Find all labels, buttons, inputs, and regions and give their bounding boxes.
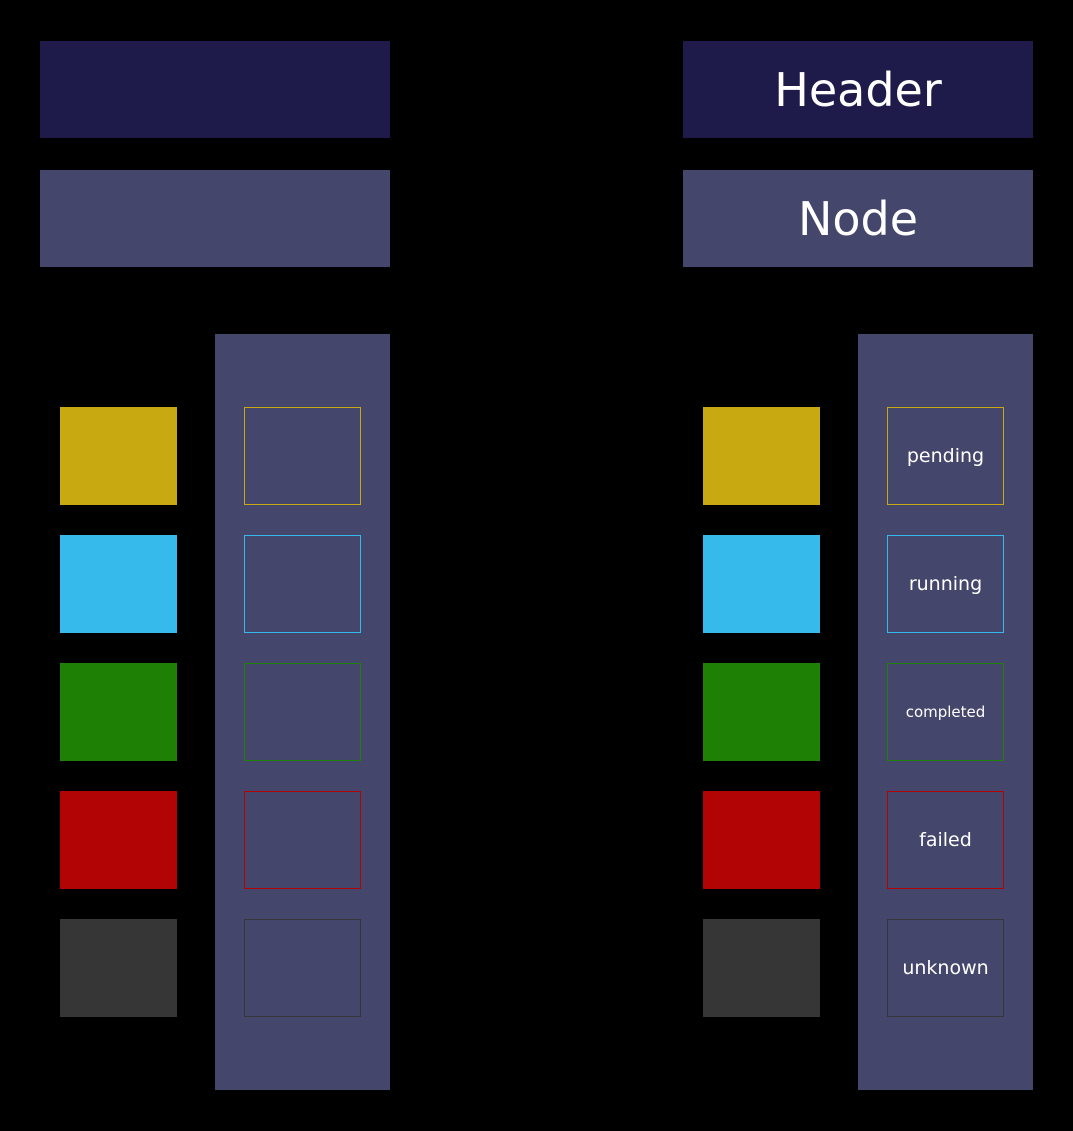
unknown-status-label: unknown [887,919,1004,1017]
failed-status-label: failed [887,791,1004,889]
unlabeled-style-panel [40,0,390,1131]
running-status-box [244,535,361,633]
header-swatch [40,41,390,138]
failed-color-swatch [60,791,177,889]
running-color-swatch [60,535,177,633]
node-swatch [40,170,390,267]
node-label: Node [683,170,1033,267]
pending-status-box [244,407,361,505]
running-status-label: running [887,535,1004,633]
pending-color-swatch [60,407,177,505]
failed-status-box [244,791,361,889]
failed-color-swatch [703,791,820,889]
completed-color-swatch [703,663,820,761]
header-label: Header [683,41,1033,138]
completed-color-swatch [60,663,177,761]
unknown-color-swatch [703,919,820,1017]
labeled-style-panel: Header Node pending running completed fa… [683,0,1033,1131]
unknown-status-box [244,919,361,1017]
unknown-color-swatch [60,919,177,1017]
pending-color-swatch [703,407,820,505]
pending-status-label: pending [887,407,1004,505]
completed-status-label: completed [887,663,1004,761]
completed-status-box [244,663,361,761]
running-color-swatch [703,535,820,633]
